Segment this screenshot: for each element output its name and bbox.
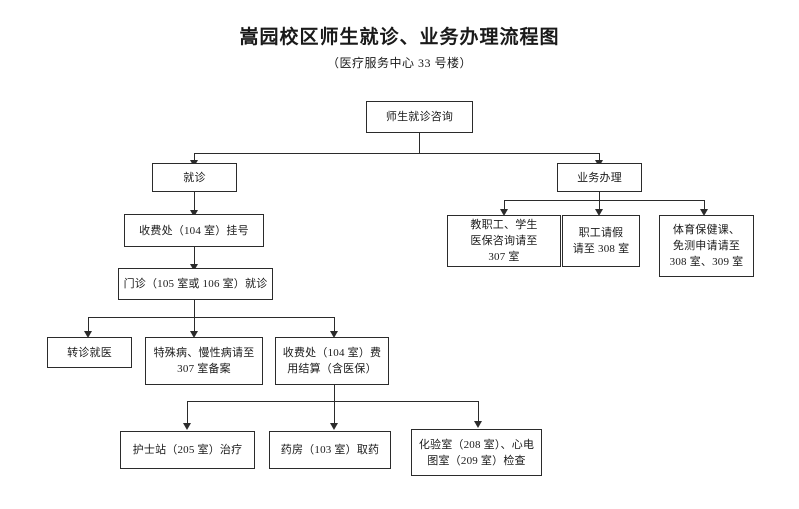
node-business-label: 业务办理 <box>577 171 622 184</box>
node-leave-label: 职工请假 请至 308 室 <box>572 227 630 255</box>
edge-clinic-stem <box>194 300 195 317</box>
node-registration[interactable]: 收费处（104 室）挂号 <box>124 214 264 247</box>
node-leave[interactable]: 职工请假 请至 308 室 <box>562 215 640 267</box>
edge-clinic-bus <box>88 317 334 318</box>
arrow-clinic-to-referral <box>84 331 92 338</box>
node-settlement-label: 收费处（104 室）费 用结算（含医保） <box>282 347 382 375</box>
node-root-label: 师生就诊咨询 <box>385 111 454 123</box>
node-nurse[interactable]: 护士站（205 室）治疗 <box>120 431 255 469</box>
node-business[interactable]: 业务办理 <box>557 163 642 192</box>
edge-business-to-pe <box>704 200 705 212</box>
edge-settlement-to-nurse <box>187 401 188 427</box>
node-nurse-label: 护士站（205 室）治疗 <box>132 444 243 456</box>
arrow-clinic-to-settlement <box>330 331 338 338</box>
node-visit[interactable]: 就诊 <box>152 163 237 192</box>
node-settlement[interactable]: 收费处（104 室）费 用结算（含医保） <box>275 337 389 385</box>
edge-clinic-to-settlement <box>334 317 335 335</box>
edge-root-bus <box>194 153 600 154</box>
arrow-business-to-insurance <box>500 209 508 216</box>
node-root[interactable]: 师生就诊咨询 <box>366 101 473 133</box>
node-lab-label: 化验室（208 室）、心电 图室（209 室）检查 <box>418 438 535 467</box>
page-title: 嵩园校区师生就诊、业务办理流程图 <box>239 27 560 48</box>
node-visit-label: 就诊 <box>183 171 206 184</box>
edge-settlement-bus <box>187 401 478 402</box>
node-pe-exempt-label: 体育保健课、 免测申请请至 308 室、309 室 <box>669 224 744 268</box>
edge-clinic-to-referral <box>88 317 89 335</box>
edge-business-to-insurance <box>504 200 505 212</box>
node-pharmacy-label: 药房（103 室）取药 <box>280 444 380 456</box>
page-subtitle: （医疗服务中心 33 号楼） <box>326 56 472 70</box>
node-insurance[interactable]: 教职工、学生 医保咨询请至 307 室 <box>447 215 561 267</box>
arrow-clinic-to-chronic <box>190 331 198 338</box>
edge-root-to-visit <box>194 153 195 163</box>
node-insurance-label: 教职工、学生 医保咨询请至 307 室 <box>470 219 538 263</box>
edge-visit-to-registration <box>194 192 195 214</box>
node-pe-exempt[interactable]: 体育保健课、 免测申请请至 308 室、309 室 <box>659 215 754 277</box>
arrow-visit-to-registration <box>190 210 198 217</box>
edge-business-stem <box>599 192 600 200</box>
edge-root-to-business <box>599 153 600 163</box>
node-referral[interactable]: 转诊就医 <box>47 337 132 368</box>
edge-business-to-leave <box>599 200 600 212</box>
edge-settlement-stem <box>334 385 335 401</box>
arrow-settlement-to-nurse <box>183 423 191 430</box>
node-lab[interactable]: 化验室（208 室）、心电 图室（209 室）检查 <box>411 429 542 476</box>
arrow-settlement-to-pharmacy <box>330 423 338 430</box>
arrow-registration-to-clinic <box>190 264 198 271</box>
node-clinic[interactable]: 门诊（105 室或 106 室）就诊 <box>118 268 273 300</box>
node-chronic-label: 特殊病、慢性病请至 307 室备案 <box>153 347 255 375</box>
node-pharmacy[interactable]: 药房（103 室）取药 <box>269 431 391 469</box>
arrow-business-to-leave <box>595 209 603 216</box>
arrow-business-to-pe <box>700 209 708 216</box>
node-clinic-label: 门诊（105 室或 106 室）就诊 <box>123 278 268 290</box>
node-referral-label: 转诊就医 <box>67 346 112 359</box>
edge-root-stem <box>419 133 420 153</box>
edge-business-bus <box>504 200 704 201</box>
edge-clinic-to-chronic <box>194 317 195 335</box>
edge-registration-to-clinic <box>194 247 195 269</box>
edge-settlement-to-pharmacy <box>334 401 335 427</box>
arrow-settlement-to-lab <box>474 421 482 428</box>
edge-settlement-to-lab <box>478 401 479 425</box>
node-registration-label: 收费处（104 室）挂号 <box>139 224 249 237</box>
node-chronic[interactable]: 特殊病、慢性病请至 307 室备案 <box>145 337 263 385</box>
